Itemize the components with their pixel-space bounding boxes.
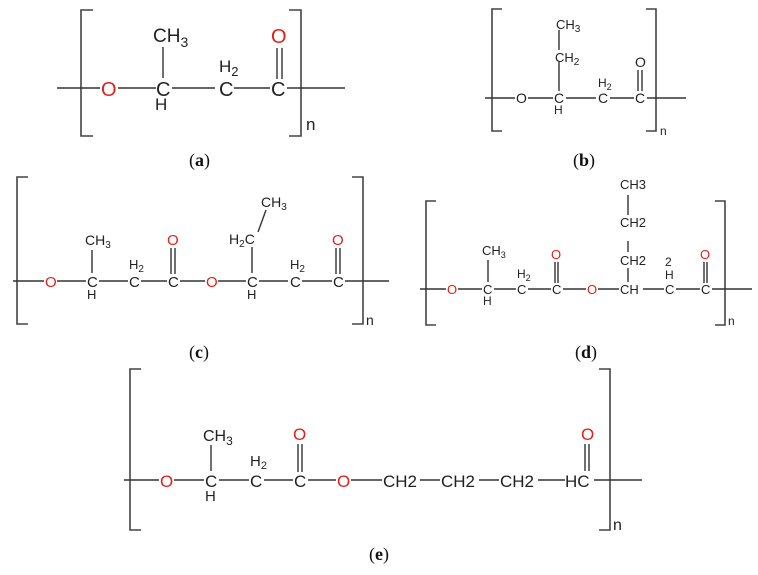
ester-oxygen: O	[337, 472, 350, 491]
methyl-group: CH3	[556, 17, 581, 35]
carbonyl-oxygen-2: O	[700, 247, 710, 262]
methylene-h2: H2	[250, 453, 267, 472]
methyl-group: CH3	[482, 243, 506, 260]
methylene-carbon: C	[219, 79, 233, 101]
methylene-group-1: CH2	[383, 472, 417, 491]
bracket-left	[16, 176, 28, 325]
carbonyl-carbon-2: C	[333, 274, 344, 291]
carbonyl-carbon: C	[294, 472, 306, 491]
oxygen-atom: O	[516, 90, 527, 106]
carbonyl-carbon: C	[271, 79, 285, 101]
bracket-right	[352, 176, 364, 325]
bracket-left	[491, 8, 502, 132]
carbonyl-carbon: C	[168, 274, 179, 291]
carbon-atom: C	[156, 79, 170, 101]
caption-c: (c)	[189, 342, 209, 363]
carbonyl-oxygen: O	[635, 54, 646, 70]
methylene-group: CH2	[555, 50, 580, 68]
ester-oxygen: O	[587, 282, 597, 297]
methine-group: CH	[620, 282, 639, 297]
oxygen-atom: O	[160, 472, 173, 491]
oxygen-atom: O	[447, 282, 457, 297]
hydrogen-atom: H	[554, 103, 563, 117]
carbonyl-carbon: C	[635, 90, 645, 106]
methyl-group: CH3	[85, 232, 111, 251]
methylene-group-2: CH2	[620, 215, 646, 230]
subscript-two: 2	[665, 255, 672, 269]
methyl-group-2: CH3	[261, 194, 287, 213]
structure-d: O C H CH3 H2 C C O O CH CH2 CH2 CH3 2 H …	[420, 177, 752, 363]
bracket-right	[646, 8, 657, 132]
carbonyl-oxygen-2: O	[581, 425, 594, 444]
repeat-n: n	[660, 124, 667, 138]
carbonyl-carbon: C	[552, 282, 561, 297]
methylene-h2: H2	[219, 57, 239, 79]
methyl-group: CH3	[203, 428, 233, 448]
bracket-right	[715, 200, 726, 326]
methyl-group: CH3	[153, 26, 188, 50]
carbon-atom: C	[483, 282, 492, 297]
hydrogen-atom-2: H	[247, 287, 256, 302]
structure-a: O C H CH3 H2 C C O n (a)	[57, 9, 345, 171]
carbon-atom: C	[87, 274, 98, 291]
structure-c: O C H CH3 H2 C C O O C H H2C CH3 H2 C C …	[13, 176, 389, 363]
hydrogen-atom: H	[155, 95, 167, 114]
carbonyl-oxygen-2: O	[332, 232, 344, 249]
hydrogen-atom: H	[205, 488, 216, 505]
methylene-h2-2: H2	[290, 257, 305, 275]
carbonyl-oxygen: O	[293, 425, 306, 444]
carbon-atom: C	[205, 472, 217, 491]
structure-b: O C H CH2 CH3 H2 C C O n (b)	[485, 8, 686, 171]
carbon-atom: C	[554, 90, 564, 106]
hydrogen-atom: H	[87, 287, 96, 302]
methylene-h2: H2	[517, 267, 531, 283]
terminal-hc: HC	[565, 472, 590, 491]
oxygen-atom: O	[101, 79, 117, 101]
caption-b: (b)	[573, 150, 595, 171]
structure-e: O C H CH3 H2 C C O O CH2 CH2 CH2 HC O n …	[124, 368, 642, 565]
bracket-right	[599, 368, 611, 531]
methylene-h2: H2	[129, 257, 144, 275]
carbonyl-carbon-2: C	[701, 282, 710, 297]
methyl-group-2: CH3	[620, 177, 646, 192]
methylene-group-3: CH2	[500, 472, 534, 491]
repeat-n: n	[613, 517, 622, 534]
oxygen-atom: O	[45, 274, 57, 291]
bracket-left	[80, 9, 93, 137]
methylene-h2: H2	[598, 76, 612, 92]
methylene-group-2: CH2	[441, 472, 475, 491]
methylene-group: H2C	[229, 231, 255, 250]
methylene-carbon: C	[598, 90, 608, 106]
bracket-left	[425, 200, 436, 326]
carbonyl-oxygen: O	[271, 26, 287, 48]
hydrogen-atom-2: H	[665, 268, 674, 282]
bracket-left	[129, 368, 141, 531]
repeat-n: n	[728, 314, 735, 328]
methylene-carbon: C	[250, 472, 262, 491]
methylene-carbon-2: C	[665, 282, 674, 297]
repeat-n: n	[306, 115, 315, 134]
carbon-atom-2: C	[247, 274, 258, 291]
caption-e: (e)	[369, 544, 389, 565]
ester-oxygen: O	[206, 274, 218, 291]
caption-a: (a)	[189, 150, 210, 171]
methylene-carbon: C	[129, 274, 140, 291]
carbonyl-oxygen: O	[551, 247, 561, 262]
methylene-carbon-2: C	[290, 274, 301, 291]
carbonyl-oxygen: O	[167, 232, 179, 249]
repeat-n: n	[366, 312, 374, 328]
methylene-carbon: C	[517, 282, 526, 297]
caption-d: (d)	[575, 342, 597, 363]
bracket-right	[289, 9, 302, 137]
methylene-group-1: CH2	[620, 253, 646, 268]
hydrogen-atom: H	[483, 294, 492, 308]
